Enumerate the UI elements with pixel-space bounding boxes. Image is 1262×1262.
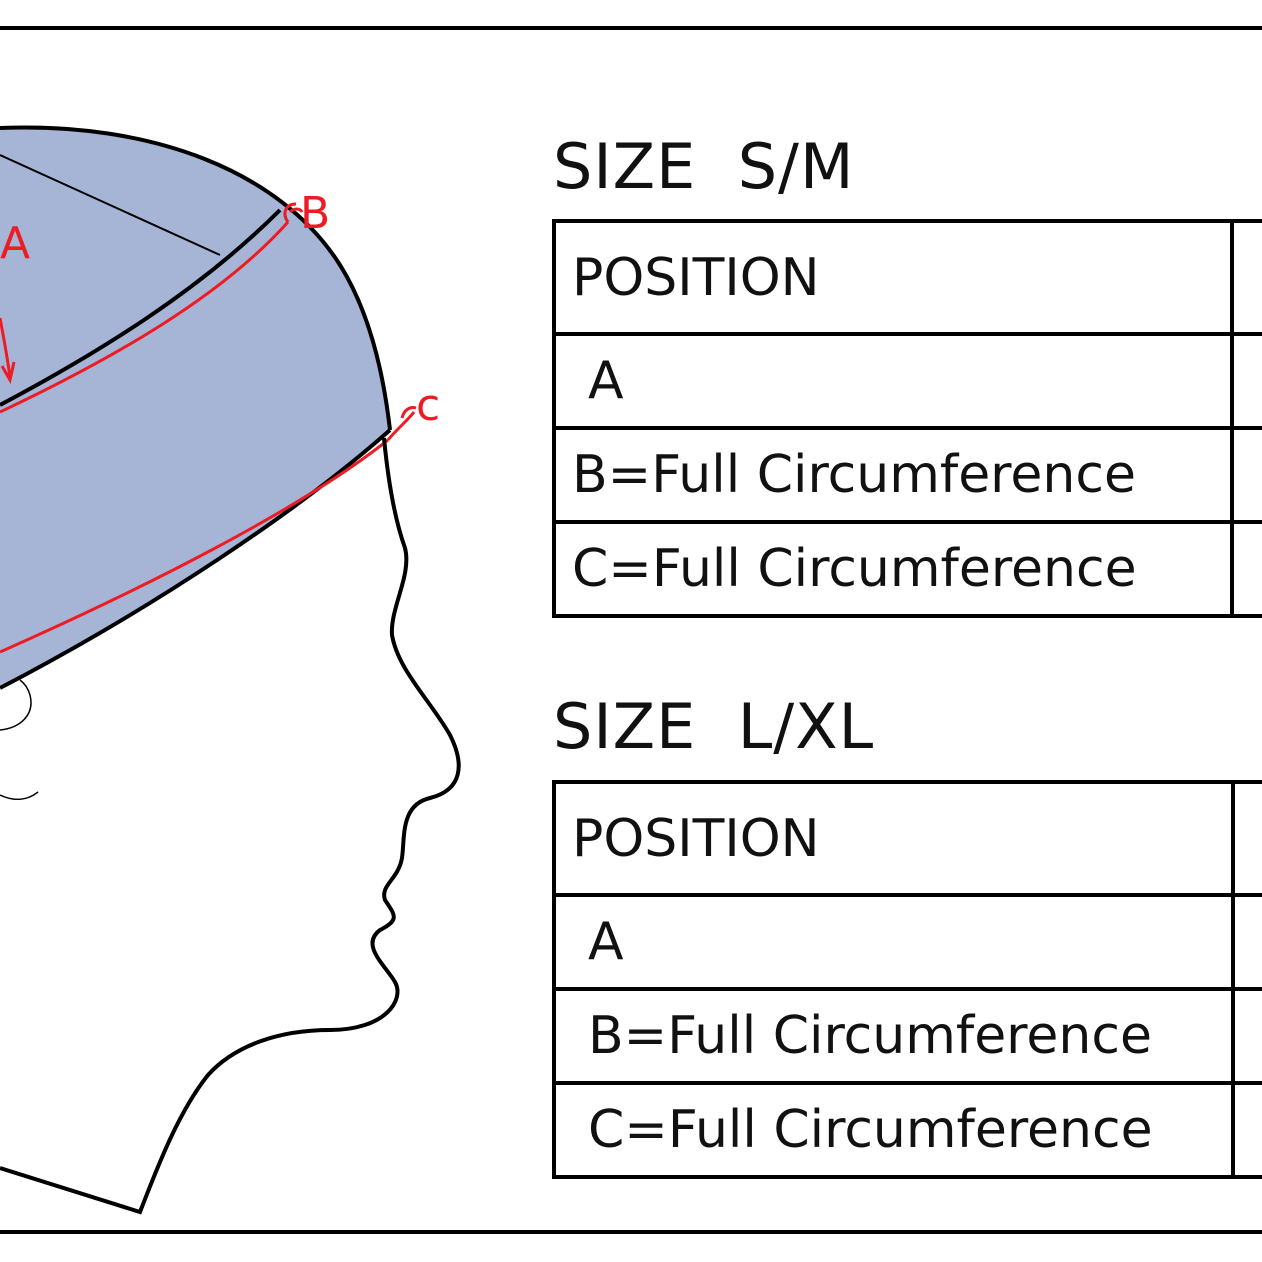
table-row: C=Full Circumference [551, 520, 1262, 618]
position-cell: B=Full Circumference [552, 987, 1235, 1085]
value-cell [1230, 987, 1262, 1085]
c-measure-line [0, 438, 389, 654]
position-label: C=Full Circumference [572, 539, 1137, 599]
position-header-cell: POSITION [551, 219, 1235, 336]
position-label: B=Full Circumference [588, 1006, 1152, 1066]
head-measurement-diagram: A B c [0, 125, 461, 1215]
value-cell [1230, 780, 1262, 897]
top-border-line [0, 26, 1262, 30]
value-cell [1230, 1081, 1262, 1179]
value-cell [1230, 219, 1262, 336]
size-lxl-title: SIZE L/XL [553, 690, 875, 763]
c-measure-hook [386, 406, 417, 441]
position-label: C=Full Circumference [588, 1100, 1153, 1160]
position-cell: B=Full Circumference [551, 426, 1235, 524]
table-row: B=Full Circumference [551, 426, 1262, 524]
position-label: A [588, 351, 624, 411]
table-row: A [552, 893, 1262, 991]
face-profile [0, 437, 461, 1215]
table-row: A [551, 332, 1262, 430]
label-c: c [416, 380, 440, 431]
size-sm-title: SIZE S/M [553, 130, 855, 203]
position-label: A [588, 912, 624, 972]
crown-seam [0, 154, 221, 256]
table-row: B=Full Circumference [552, 987, 1262, 1085]
b-measure-hook [283, 202, 304, 223]
position-cell: A [551, 332, 1235, 430]
cap-outline [0, 125, 392, 431]
table-row: C=Full Circumference [552, 1081, 1262, 1179]
a-measure-arrow [0, 317, 12, 379]
position-cell: C=Full Circumference [552, 1081, 1235, 1179]
size-sm-table: POSITION A B=Full Circumference C=Full C… [551, 219, 1262, 618]
a-arrow-head [0, 361, 16, 385]
position-cell: C=Full Circumference [551, 520, 1235, 618]
size-lxl-table: POSITION A B=Full Circumference C=Full C… [552, 780, 1262, 1179]
table-header-row: POSITION [551, 219, 1262, 336]
table-header-row: POSITION [552, 780, 1262, 897]
ear-outline [0, 679, 32, 731]
position-header: POSITION [572, 808, 820, 869]
cap-lower-edge [0, 428, 392, 690]
label-a: A [0, 218, 30, 269]
value-cell [1230, 426, 1262, 524]
value-cell [1230, 893, 1262, 991]
position-header-cell: POSITION [552, 780, 1235, 897]
position-header: POSITION [572, 247, 820, 308]
bottom-border-line [0, 1230, 1262, 1234]
position-label: B=Full Circumference [572, 445, 1136, 505]
value-cell [1230, 332, 1262, 430]
label-b: B [300, 188, 330, 239]
position-cell: A [552, 893, 1235, 991]
value-cell [1230, 520, 1262, 618]
cap-shape [0, 127, 390, 689]
band-seam [0, 208, 282, 407]
ear-lobe [0, 791, 39, 800]
b-measure-line [0, 220, 290, 414]
